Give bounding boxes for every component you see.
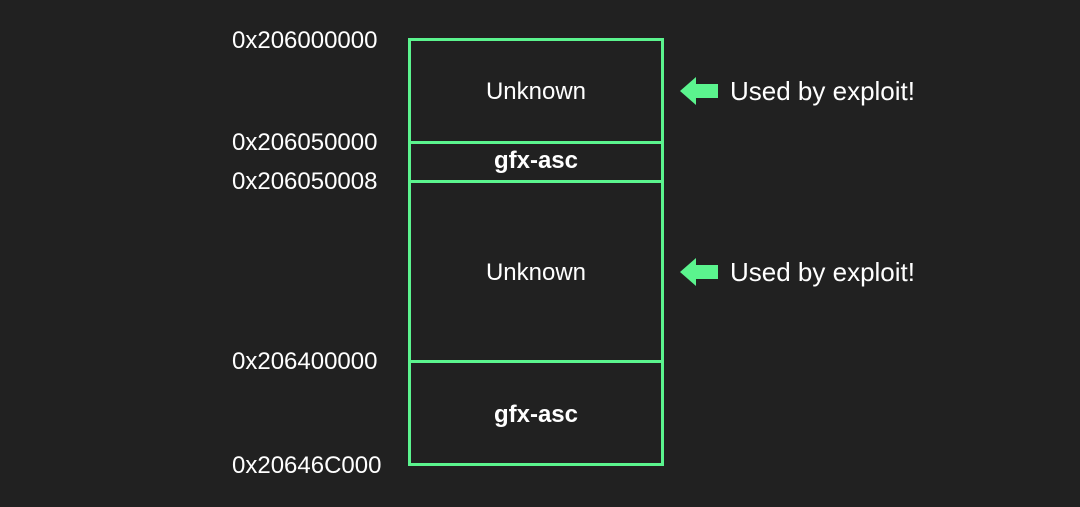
region-label-unknown: Unknown	[485, 78, 587, 105]
annotation-text: Used by exploit!	[730, 76, 915, 106]
memory-region-box: Unknown gfx-asc Unknown gfx-asc	[408, 38, 664, 466]
address-label: 0x206050000	[232, 129, 378, 156]
region-label-gfx-asc: gfx-asc	[493, 147, 579, 174]
annotation-text: Used by exploit!	[730, 257, 915, 287]
address-label: 0x206400000	[232, 348, 378, 375]
arrow-left-icon	[680, 258, 718, 286]
address-label: 0x206000000	[232, 27, 378, 54]
region-label-unknown: Unknown	[485, 259, 587, 286]
exploit-annotation: Used by exploit!	[680, 257, 915, 287]
arrow-left-icon	[680, 77, 718, 105]
region-divider	[411, 360, 661, 363]
region-divider	[411, 180, 661, 183]
address-label: 0x206050008	[232, 168, 378, 195]
region-divider	[411, 141, 661, 144]
region-label-gfx-asc: gfx-asc	[493, 401, 579, 428]
address-label: 0x20646C000	[232, 452, 382, 479]
exploit-annotation: Used by exploit!	[680, 76, 915, 106]
